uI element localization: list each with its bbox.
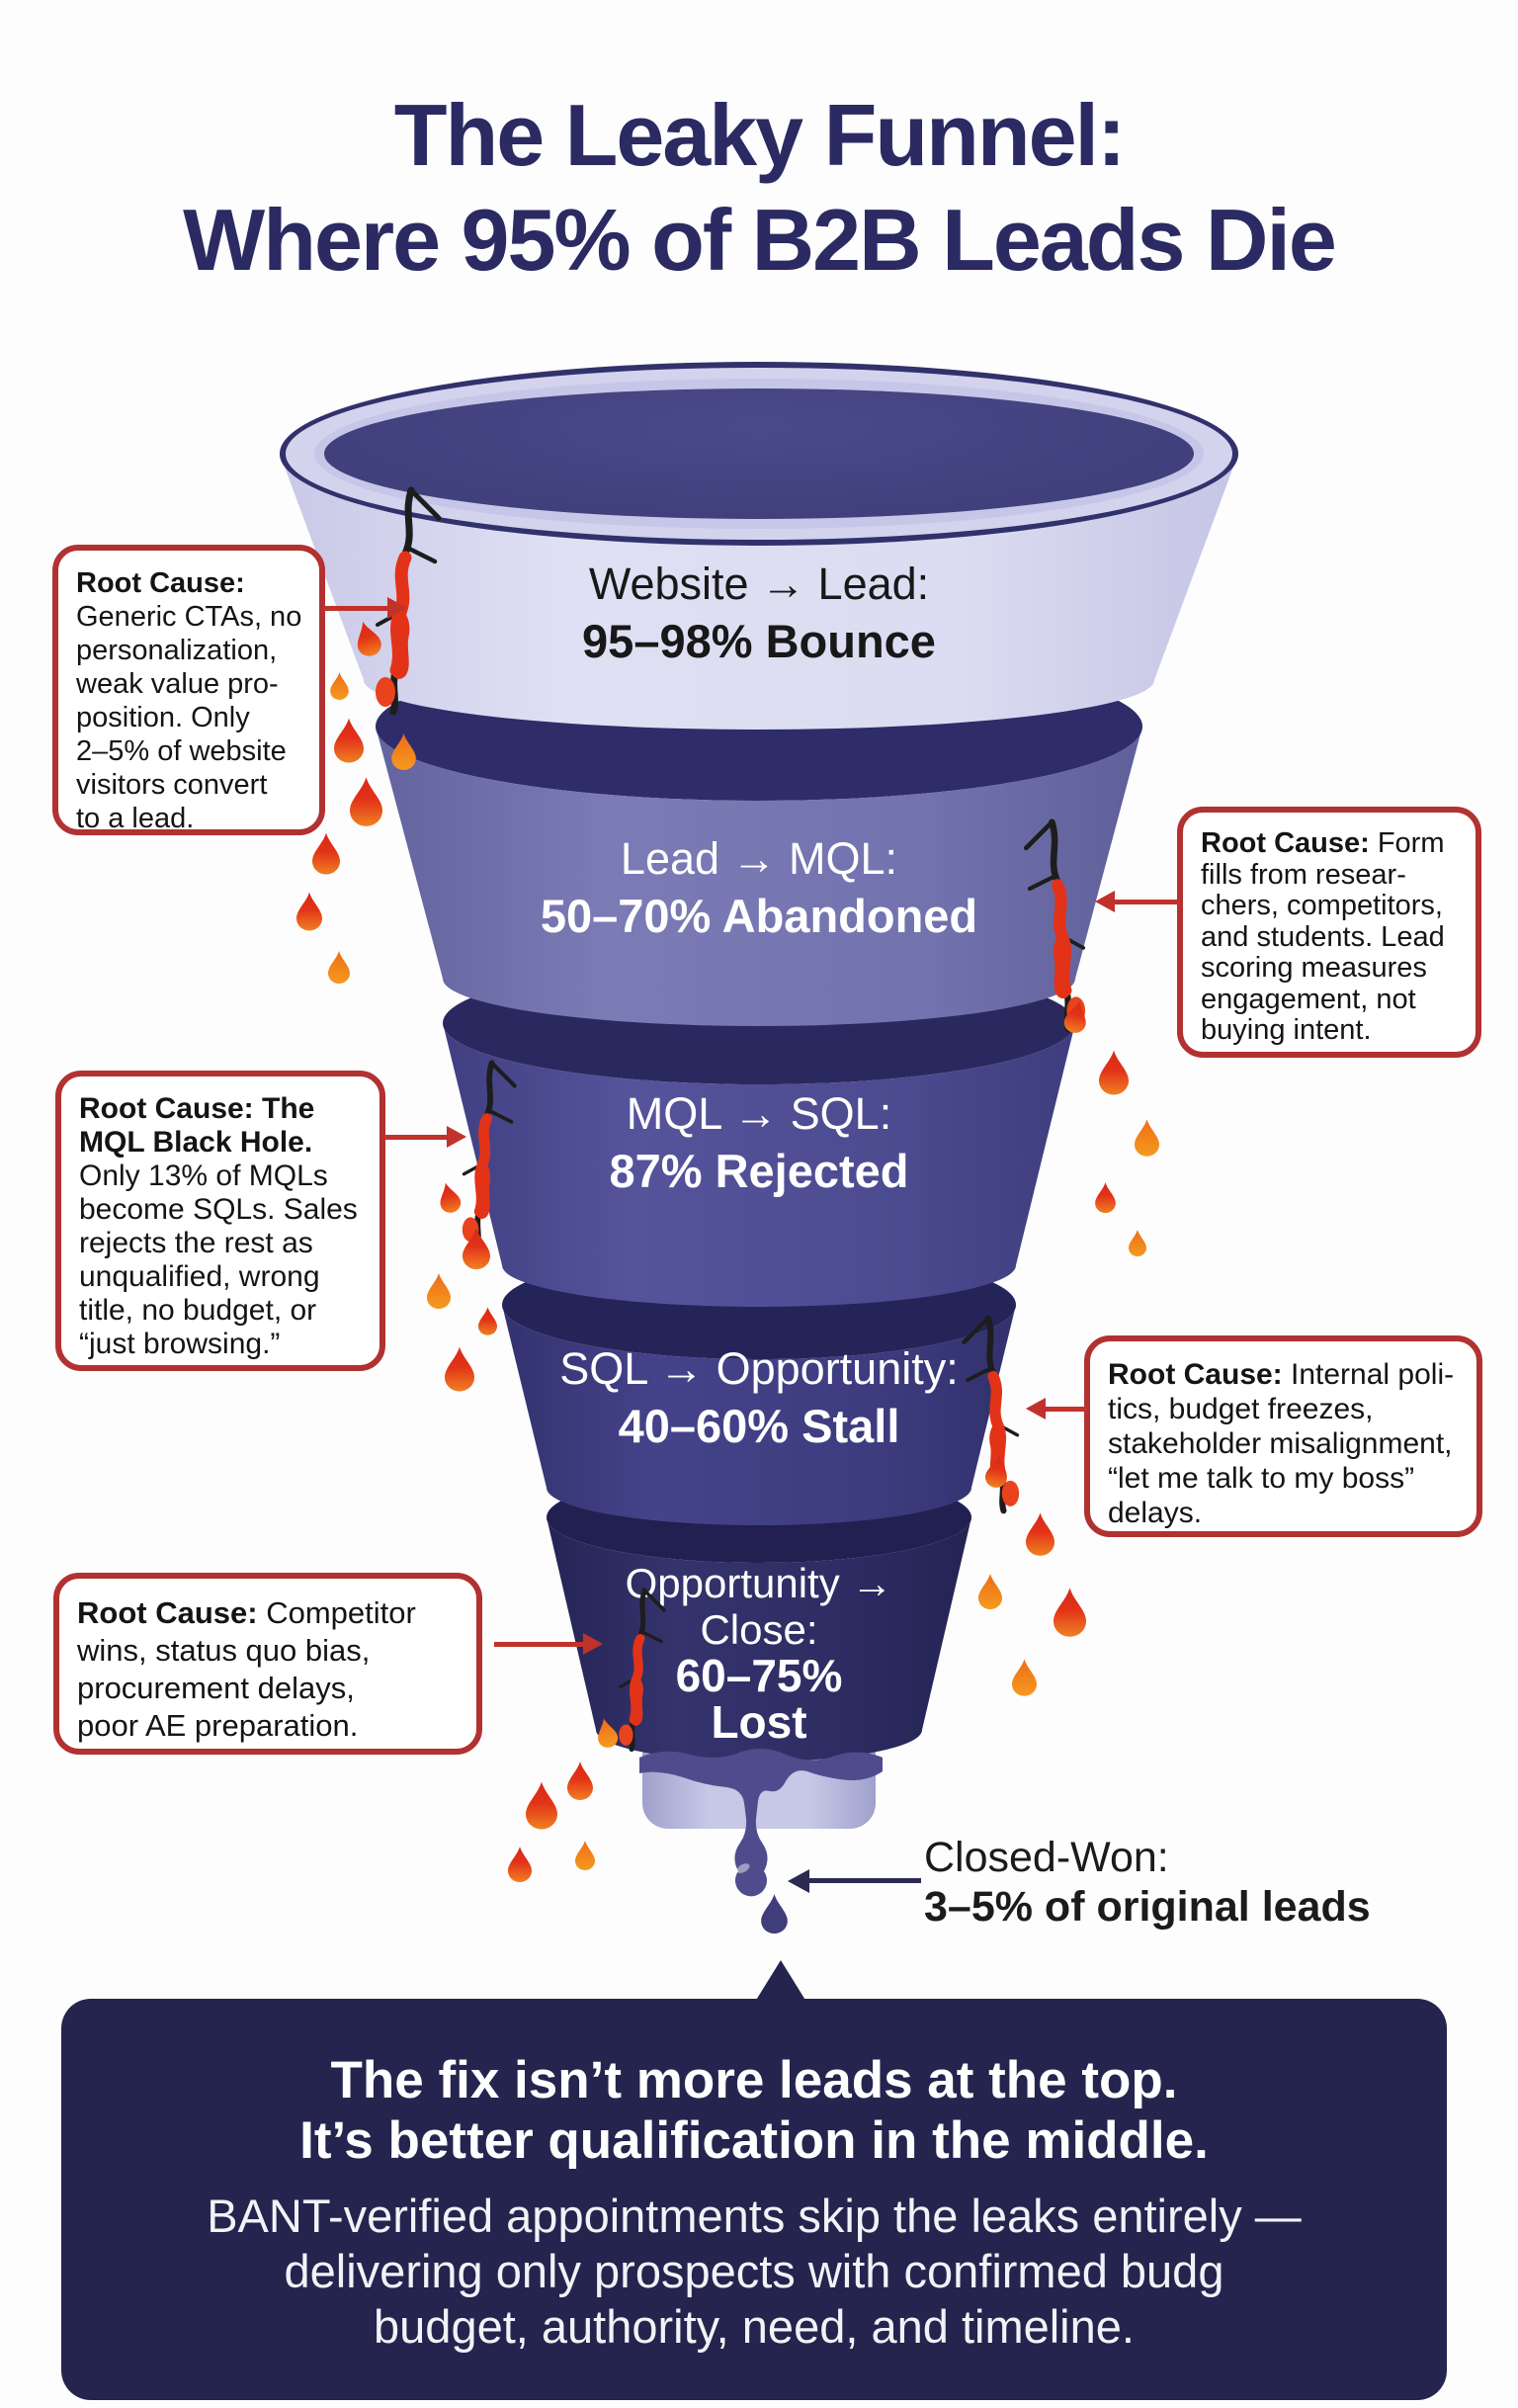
leak-drop-icon — [575, 1841, 595, 1870]
stage-3-stat: 87% Rejected — [609, 1145, 909, 1197]
stage-2-stat: 50–70% Abandoned — [540, 890, 978, 942]
closed-won-text: Closed-Won: 3–5% of original leads — [924, 1833, 1418, 1932]
closed-won-arrow-line — [808, 1878, 921, 1883]
title-line-2: Where 95% of B2B Leads Die — [183, 191, 1337, 289]
funnel-top-opening — [314, 379, 1204, 529]
stage-2-text: Lead → MQL: 50–70% Abandoned — [463, 830, 1055, 945]
root-cause-box-5: Root Cause: Competitor wins, status quo … — [53, 1573, 482, 1755]
connector-line-4 — [1046, 1407, 1087, 1412]
leak-drop-icon — [328, 951, 350, 984]
leak-drop-icon — [334, 718, 364, 763]
crack-icon-2 — [1018, 818, 1112, 1031]
banner-headline-2: It’s better qualification in the middle. — [299, 2111, 1209, 2170]
closed-won-stat: 3–5% of original leads — [924, 1883, 1371, 1931]
connector-line-3 — [383, 1135, 453, 1140]
root-cause-box-3: Root Cause: The MQL Black Hole. Only 13%… — [55, 1071, 385, 1371]
stage-4-label: SQL → Opportunity: — [559, 1343, 959, 1394]
leak-drop-icon — [330, 672, 349, 700]
leak-drop-icon — [350, 777, 382, 826]
banner-headline-1: The fix isn’t more leads at the top. — [330, 2051, 1178, 2109]
connector-arrow-5 — [583, 1633, 603, 1655]
liquid-drip-icon — [639, 1749, 883, 1897]
leak-drop-icon — [445, 1346, 474, 1392]
stage-5-stat: 60–75% Lost — [675, 1650, 843, 1748]
closed-won-arrow-icon — [788, 1869, 809, 1893]
connector-line-1 — [323, 606, 392, 611]
leak-drop-icon — [1135, 1119, 1159, 1157]
connector-arrow-3 — [447, 1126, 466, 1148]
banner-body-1: BANT-verified appointments skip the leak… — [207, 2190, 1302, 2242]
stage-1-stat: 95–98% Bounce — [582, 615, 936, 667]
crack-icon-3 — [437, 1060, 524, 1247]
leak-drop-icon — [391, 733, 416, 770]
connector-arrow-4 — [1026, 1398, 1046, 1419]
closed-won-label: Closed-Won: — [924, 1834, 1169, 1881]
leak-drop-icon — [1099, 1050, 1129, 1095]
connector-arrow-1 — [387, 597, 407, 619]
leak-drop-icon — [312, 832, 340, 875]
page-title: The Leaky Funnel: Where 95% of B2B Leads… — [0, 83, 1518, 293]
leak-drop-icon — [1012, 1659, 1037, 1696]
leak-drop-icon — [978, 1574, 1002, 1609]
root-cause-box-2: Root Cause: Form fills from resear- cher… — [1177, 807, 1481, 1058]
stage-4-text: SQL → Opportunity: 40–60% Stall — [463, 1340, 1055, 1455]
stage-4-stat: 40–60% Stall — [618, 1400, 900, 1452]
banner-body-2: delivering only prospects with confirmed… — [284, 2245, 1224, 2297]
stage-5-label: Opportunity → Close: — [625, 1560, 893, 1653]
leak-drop-icon — [508, 1847, 532, 1882]
stage-1-text: Website → Lead: 95–98% Bounce — [463, 556, 1055, 670]
leak-drop-icon — [1054, 1588, 1086, 1637]
stage-2-label: Lead → MQL: — [620, 833, 898, 884]
leak-drop-icon — [463, 1228, 490, 1269]
root-cause-box-4: Root Cause: Internal poli- tics, budget … — [1084, 1335, 1482, 1537]
stage-5-text: Opportunity → Close: 60–75% Lost — [591, 1560, 927, 1746]
leak-drop-icon — [1129, 1230, 1146, 1256]
stage-3-label: MQL → SQL: — [626, 1088, 892, 1139]
closed-won-droplet-icon — [761, 1894, 788, 1934]
leak-drop-icon — [1095, 1182, 1116, 1213]
leak-drop-icon — [567, 1762, 593, 1800]
root-cause-box-1: Root Cause: Generic CTAs, no personaliza… — [52, 545, 325, 835]
connector-line-5 — [494, 1642, 589, 1647]
connector-line-2 — [1115, 900, 1180, 904]
leak-drop-icon — [1026, 1512, 1054, 1556]
banner-pointer — [755, 1960, 806, 2002]
stage-3-text: MQL → SQL: 87% Rejected — [463, 1085, 1055, 1200]
leak-drop-icon — [427, 1273, 451, 1309]
banner-body-3: budget, authority, need, and timeline. — [374, 2300, 1135, 2353]
title-line-1: The Leaky Funnel: — [393, 86, 1127, 184]
stage-1-label: Website → Lead: — [588, 559, 930, 609]
leak-drop-icon — [478, 1307, 497, 1335]
summary-banner: The fix isn’t more leads at the top. It’… — [61, 1999, 1447, 2400]
connector-arrow-2 — [1095, 891, 1115, 912]
leak-drop-icon — [526, 1781, 557, 1830]
leak-drop-icon — [296, 892, 322, 931]
